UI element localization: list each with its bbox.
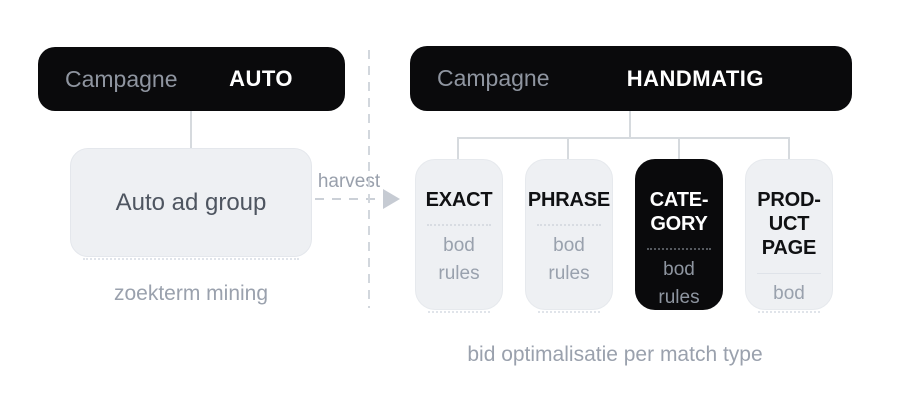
- card-sub-labels: bod rules: [548, 235, 590, 284]
- match-type-card-exact: EXACT bod rules: [415, 159, 503, 313]
- campaign-box-manual: Campagne HANDMATIG: [410, 46, 852, 111]
- card-divider: [647, 248, 711, 250]
- card-sub-labels: bod rules: [658, 259, 700, 308]
- campaign-mode-auto: AUTO: [229, 66, 293, 91]
- card-sub-labels: bod: [773, 283, 805, 304]
- campaign-label: Campagne: [437, 65, 550, 91]
- card-title: CATE- GORY: [649, 189, 709, 235]
- campaign-box-auto: Campagne AUTO: [38, 47, 345, 111]
- connector-line: [788, 137, 790, 160]
- match-type-card-category: CATE- GORY bod rules: [635, 159, 723, 310]
- connector-line: [190, 111, 192, 149]
- section-divider-dashed: [368, 50, 370, 308]
- card-divider: [427, 224, 491, 226]
- match-type-cards-row: EXACT bod rules PHRASE bod rules CATE- G…: [415, 159, 833, 313]
- connector-line: [567, 137, 569, 160]
- caption-zoekterm-mining: zoekterm mining: [113, 282, 269, 305]
- caption-bid-optimalisatie: bid optimalisatie per match type: [467, 343, 763, 366]
- card-sub-labels: bod rules: [438, 235, 480, 284]
- card-title: PROD- UCT PAGE: [757, 189, 821, 259]
- connector-line: [457, 137, 459, 160]
- campaign-mode-handmatig: HANDMATIG: [626, 65, 764, 91]
- connector-line: [678, 137, 680, 160]
- card-divider: [537, 224, 601, 226]
- match-type-card-product-page: PROD- UCT PAGE bod: [745, 159, 833, 313]
- card-divider: [757, 273, 821, 274]
- match-type-card-phrase: PHRASE bod rules: [525, 159, 613, 313]
- card-title: PHRASE: [527, 189, 611, 211]
- auto-ad-group-label: Auto ad group: [115, 188, 267, 216]
- harvest-arrow-label: harvest: [317, 171, 381, 192]
- card-title: EXACT: [425, 189, 493, 211]
- connector-line: [457, 137, 790, 139]
- auto-ad-group-box: Auto ad group: [70, 148, 312, 260]
- harvest-arrow-dash: [315, 198, 382, 200]
- arrow-right-icon: [383, 189, 400, 209]
- connector-line: [629, 111, 631, 138]
- campaign-label: Campagne: [65, 65, 178, 92]
